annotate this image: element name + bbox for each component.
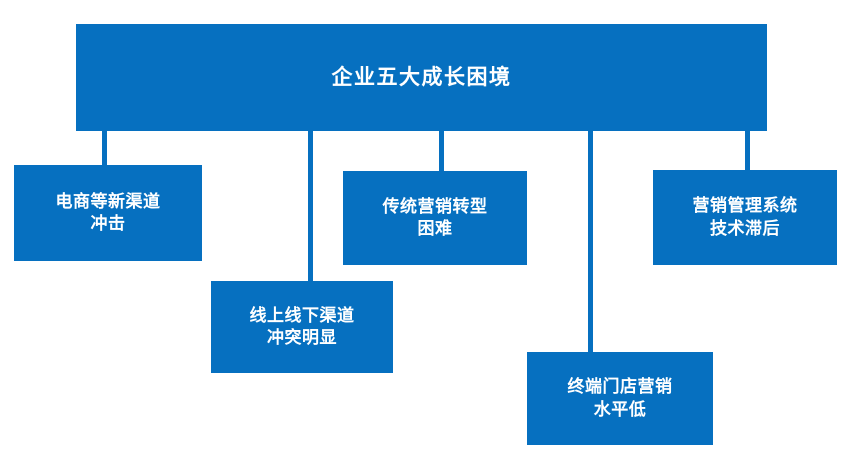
node-child-2-line-1: 线上线下渠道 <box>249 305 355 325</box>
connector-to-child-1 <box>102 131 107 165</box>
node-child-2-line-2: 冲突明显 <box>267 328 337 347</box>
node-child-5[interactable]: 营销管理系统 技术滞后 <box>653 170 837 265</box>
node-child-2[interactable]: 线上线下渠道 冲突明显 <box>211 281 393 373</box>
node-child-4[interactable]: 终端门店营销 水平低 <box>527 352 713 445</box>
node-child-4-line-1: 终端门店营销 <box>567 377 673 397</box>
node-child-3[interactable]: 传统营销转型 困难 <box>343 171 527 265</box>
node-child-3-line-1: 传统营销转型 <box>382 196 488 216</box>
node-child-4-line-2: 水平低 <box>593 399 647 419</box>
node-child-1[interactable]: 电商等新渠道 冲击 <box>14 165 202 261</box>
connector-to-child-5 <box>745 131 750 170</box>
node-child-5-line-2: 技术滞后 <box>710 218 780 238</box>
node-child-1-line-1: 电商等新渠道 <box>55 191 161 211</box>
connector-to-child-2 <box>308 131 313 281</box>
node-child-1-line-2: 冲击 <box>90 214 126 233</box>
root-node-label: 企业五大成长困境 <box>331 65 512 89</box>
connector-to-child-4 <box>588 131 593 352</box>
node-child-3-line-2: 困难 <box>417 219 453 238</box>
node-child-5-line-1: 营销管理系统 <box>692 196 798 216</box>
root-node[interactable]: 企业五大成长困境 <box>76 24 767 131</box>
connector-to-child-3 <box>439 131 444 171</box>
